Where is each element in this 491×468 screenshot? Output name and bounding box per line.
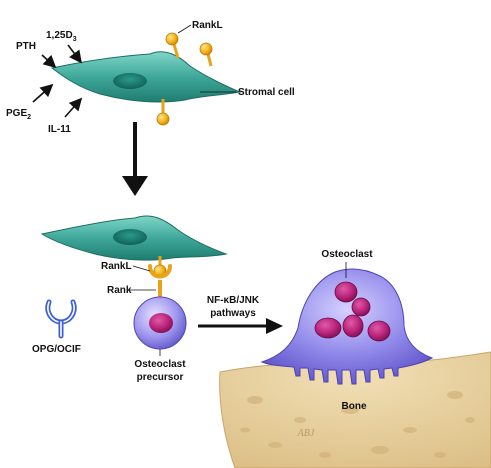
osteoclast-nucleus	[314, 317, 342, 339]
osteoclast-nucleus	[367, 320, 391, 342]
opg-ocif-icon	[45, 299, 77, 339]
stromal-nucleus	[113, 73, 147, 89]
stromal-cell-middle	[40, 215, 228, 261]
pth-arrow	[41, 54, 57, 69]
pathway-arrow	[198, 318, 283, 334]
label-rank: Rank	[107, 285, 132, 296]
label-pathway-line1: NF-κB/JNK	[207, 295, 260, 306]
osteoclast-nucleus	[351, 297, 371, 317]
osteoclast-nucleus	[334, 281, 358, 303]
rankl-mid-leader	[132, 265, 151, 272]
il11-arrow	[64, 97, 83, 118]
label-precursor-line2: precursor	[137, 372, 184, 383]
label-1-25d3: 1,25D3	[46, 30, 77, 43]
label-rankl-mid: RankL	[101, 261, 132, 272]
osteoclast-nucleus	[342, 314, 364, 338]
label-pge2: PGE2	[6, 108, 31, 121]
rank-receptor-cup	[148, 264, 172, 279]
rankl-ligand-floating-1	[165, 32, 180, 59]
label-opg-ocif: OPG/OCIF	[32, 344, 81, 355]
rankl-membrane-bound-top	[156, 99, 170, 126]
label-precursor-line1: Osteoclast	[134, 359, 186, 370]
stromal-nucleus-middle	[113, 229, 147, 245]
rankl-top-leader	[177, 24, 192, 34]
label-stromal-cell: Stromal cell	[238, 87, 295, 98]
rankl-ligand-floating-2	[199, 42, 213, 67]
bone-matrix	[219, 351, 491, 468]
d3-arrow	[67, 44, 82, 64]
bone-texture	[240, 391, 475, 458]
label-osteoclast: Osteoclast	[321, 249, 373, 260]
label-bone: Bone	[342, 401, 367, 412]
pge2-arrow	[32, 83, 54, 103]
stromal-cell-top	[50, 51, 242, 103]
rankl-rank-complex	[148, 256, 172, 300]
precursor-nucleus	[149, 313, 173, 333]
label-pathway-line2: pathways	[210, 308, 256, 319]
osteoclast	[260, 268, 434, 385]
down-arrow	[122, 122, 148, 196]
label-il11: IL-11	[48, 124, 71, 135]
watermark: ABJ	[297, 428, 315, 439]
label-pth: PTH	[16, 41, 36, 52]
osteoclast-precursor	[133, 296, 187, 350]
label-rankl-top: RankL	[192, 20, 223, 31]
